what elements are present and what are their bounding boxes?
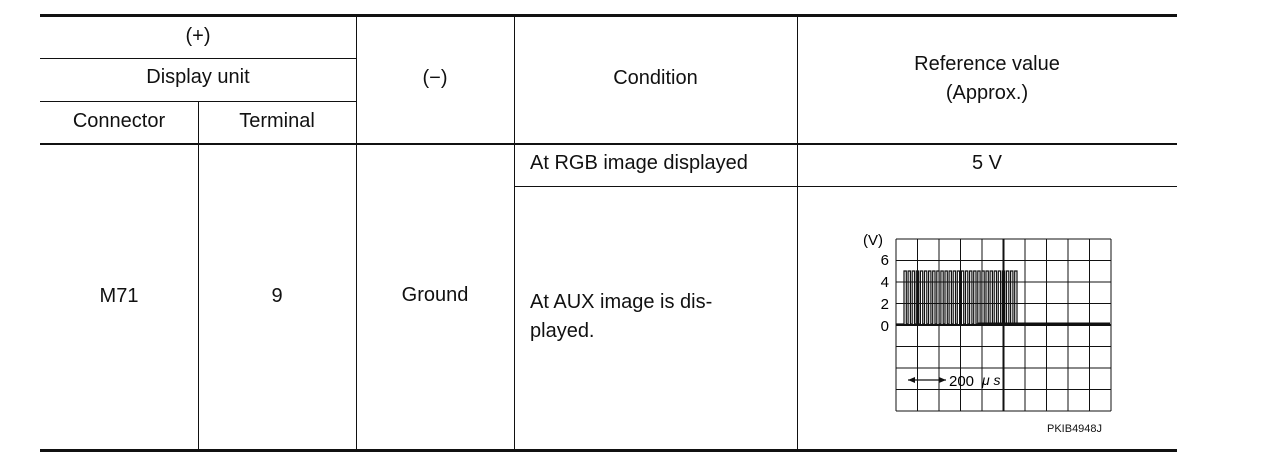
terminal-value: 9 (271, 285, 283, 307)
condition-aux-line2: played. (530, 320, 595, 342)
condition-header: Condition (613, 67, 698, 89)
reference-rgb: 5 V (971, 152, 1003, 174)
table-bottom-border (40, 449, 1177, 452)
y-tick-4: 4 (881, 274, 889, 291)
y-tick-2: 2 (881, 296, 889, 313)
reference-header-line2: (Approx.) (945, 82, 1029, 104)
header-bottom-border (40, 143, 1177, 145)
display-unit-header: Display unit (146, 66, 250, 88)
aux-waveform-chart: (V) 6 4 2 0 200 μ s (863, 232, 1112, 412)
waveform-trace (896, 270, 1022, 325)
condition-rgb: At RGB image displayed (530, 152, 748, 174)
minus-value: Ground (401, 284, 469, 306)
terminal-reference-table: (+) Display unit Connector Terminal (−) … (40, 14, 1177, 452)
time-scale-value: 200 (949, 373, 974, 390)
minus-condition-divider (514, 16, 515, 449)
connector-value: M71 (99, 285, 139, 307)
minus-header: (−) (422, 67, 448, 89)
y-tick-0: 0 (881, 318, 889, 335)
arrow-left-head (908, 377, 915, 383)
time-scale-unit: μ s (981, 372, 1001, 388)
y-tick-6: 6 (881, 252, 889, 269)
figure-code: PKIB4948J (1047, 423, 1103, 435)
connector-header: Connector (72, 110, 166, 132)
terminal-header: Terminal (239, 110, 315, 132)
reference-header-line1: Reference value (914, 53, 1060, 75)
condition-row-divider (514, 186, 1177, 187)
condition-reference-divider (797, 16, 798, 449)
waveform-unit-label: (V) (863, 232, 883, 249)
plus-header: (+) (185, 25, 211, 47)
condition-aux-line1: At AUX image is dis- (530, 291, 713, 313)
arrow-right-head (939, 377, 946, 383)
header-divider-1 (40, 58, 356, 59)
table-top-border (40, 14, 1177, 17)
plus-minus-divider (356, 16, 357, 449)
connector-terminal-divider (198, 101, 199, 449)
